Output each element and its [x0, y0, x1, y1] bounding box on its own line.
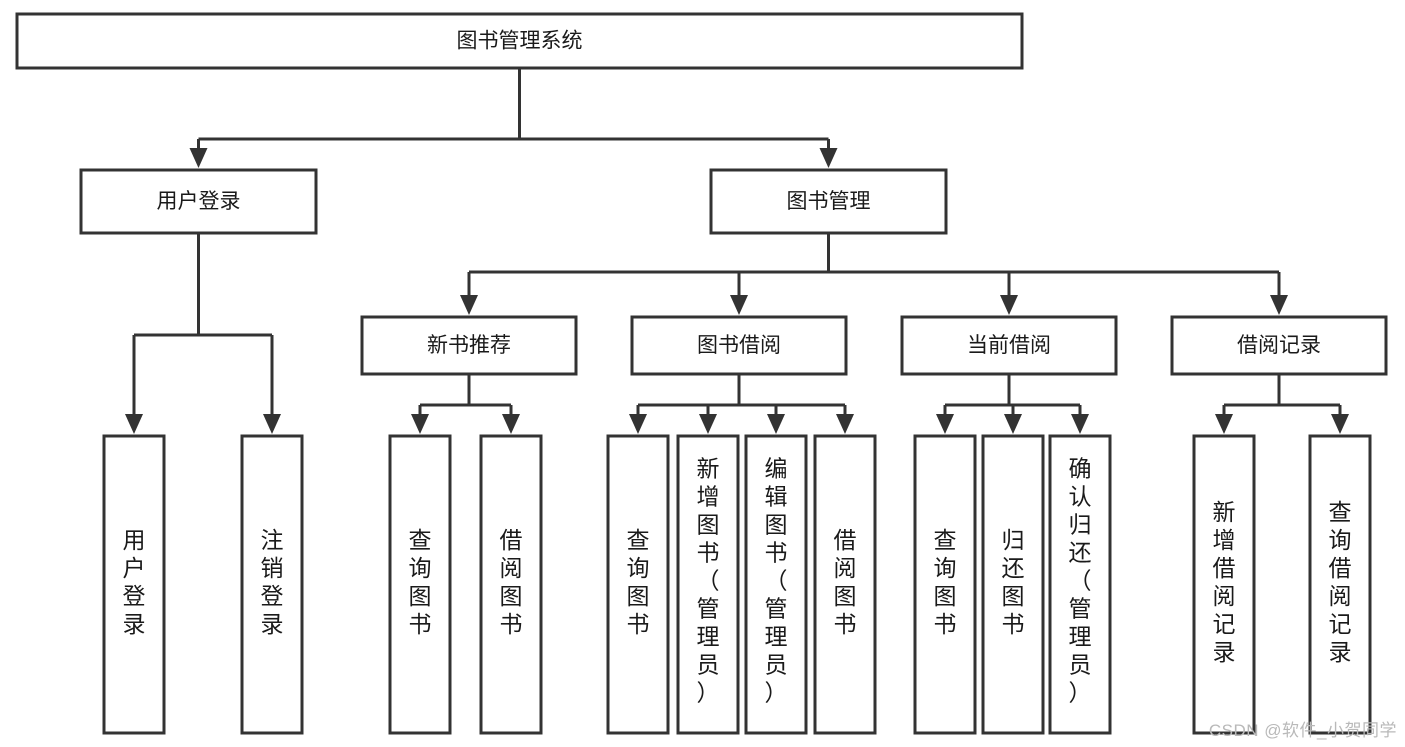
node-box-leaf-query-book-recommend: [388, 434, 452, 735]
node-box-leaf-edit-book-admin: [744, 434, 808, 735]
node-leaf-edit-book-admin[interactable]: 编辑图书（管理员）: [744, 434, 808, 735]
node-layer: 图书管理系统用户登录图书管理新书推荐图书借阅当前借阅借阅记录用户登录注销登录查询…: [15, 12, 1388, 735]
node-box-root: [15, 12, 1024, 70]
node-label-root: 图书管理系统: [457, 30, 583, 53]
node-leaf-confirm-return-admin[interactable]: 确认归还（管理员）: [1048, 434, 1112, 735]
node-label-current-borrow: 当前借阅: [967, 334, 1051, 357]
node-label-leaf-query-book-borrow: 查询图书: [627, 527, 650, 637]
node-label-leaf-logout-login: 注销登录: [261, 527, 284, 637]
connector-group-root: [189, 68, 838, 168]
node-label-leaf-query-book-recommend: 查询图书: [409, 527, 432, 637]
node-label-leaf-confirm-return-admin: 确认归还（管理员）: [1069, 455, 1092, 705]
node-box-leaf-query-borrow-record: [1308, 434, 1372, 735]
node-box-new-book-recommend: [360, 315, 578, 376]
node-borrow-record[interactable]: 借阅记录: [1170, 315, 1388, 376]
node-box-leaf-return-book: [981, 434, 1045, 735]
node-box-leaf-borrow-book: [813, 434, 877, 735]
node-box-borrow-record: [1170, 315, 1388, 376]
node-box-leaf-add-borrow-record: [1192, 434, 1256, 735]
connector-layer: [125, 68, 1349, 434]
node-box-user-login: [79, 168, 318, 235]
node-leaf-add-borrow-record[interactable]: 新增借阅记录: [1192, 434, 1256, 735]
node-leaf-query-borrow-record[interactable]: 查询借阅记录: [1308, 434, 1372, 735]
node-box-leaf-logout-login: [240, 434, 304, 735]
node-user-login[interactable]: 用户登录: [79, 168, 318, 235]
node-label-leaf-add-book-admin: 新增图书（管理员）: [697, 455, 720, 705]
node-new-book-recommend[interactable]: 新书推荐: [360, 315, 578, 376]
node-label-book-manage: 图书管理: [787, 190, 871, 213]
connector-group-new-book-recommend: [411, 374, 520, 434]
node-label-leaf-query-book-current: 查询图书: [934, 527, 957, 637]
node-book-borrow[interactable]: 图书借阅: [630, 315, 848, 376]
node-box-leaf-borrow-book-recommend: [479, 434, 543, 735]
node-leaf-borrow-book[interactable]: 借阅图书: [813, 434, 877, 735]
node-leaf-borrow-book-recommend[interactable]: 借阅图书: [479, 434, 543, 735]
node-box-book-borrow: [630, 315, 848, 376]
node-label-leaf-add-borrow-record: 新增借阅记录: [1213, 499, 1236, 665]
node-leaf-add-book-admin[interactable]: 新增图书（管理员）: [676, 434, 740, 735]
node-leaf-user-login[interactable]: 用户登录: [102, 434, 166, 735]
node-label-new-book-recommend: 新书推荐: [427, 334, 511, 357]
node-label-book-borrow: 图书借阅: [697, 334, 781, 357]
node-leaf-query-book-borrow[interactable]: 查询图书: [606, 434, 670, 735]
node-box-book-manage: [709, 168, 948, 235]
node-label-leaf-borrow-book: 借阅图书: [834, 527, 857, 637]
node-label-leaf-query-borrow-record: 查询借阅记录: [1329, 499, 1352, 665]
node-label-leaf-edit-book-admin: 编辑图书（管理员）: [765, 455, 788, 705]
watermark-label: CSDN @软件_小贺同学: [1208, 721, 1397, 740]
node-leaf-query-book-recommend[interactable]: 查询图书: [388, 434, 452, 735]
connector-group-current-borrow: [936, 374, 1089, 434]
node-leaf-query-book-current[interactable]: 查询图书: [913, 434, 977, 735]
node-leaf-logout-login[interactable]: 注销登录: [240, 434, 304, 735]
connector-group-book-manage: [460, 233, 1288, 315]
node-label-leaf-borrow-book-recommend: 借阅图书: [500, 527, 523, 637]
node-label-leaf-user-login: 用户登录: [123, 527, 146, 637]
node-box-current-borrow: [900, 315, 1118, 376]
node-label-borrow-record: 借阅记录: [1237, 334, 1321, 357]
connector-group-book-borrow: [629, 374, 854, 434]
node-box-leaf-query-book-current: [913, 434, 977, 735]
node-box-leaf-add-book-admin: [676, 434, 740, 735]
node-label-user-login: 用户登录: [157, 190, 241, 213]
node-label-leaf-return-book: 归还图书: [1002, 527, 1025, 637]
node-box-leaf-query-book-borrow: [606, 434, 670, 735]
node-book-manage[interactable]: 图书管理: [709, 168, 948, 235]
connector-group-borrow-record: [1215, 374, 1349, 434]
node-leaf-return-book[interactable]: 归还图书: [981, 434, 1045, 735]
node-box-leaf-user-login: [102, 434, 166, 735]
connector-group-user-login: [125, 233, 281, 434]
node-current-borrow[interactable]: 当前借阅: [900, 315, 1118, 376]
node-box-leaf-confirm-return-admin: [1048, 434, 1112, 735]
node-root[interactable]: 图书管理系统: [15, 12, 1024, 70]
